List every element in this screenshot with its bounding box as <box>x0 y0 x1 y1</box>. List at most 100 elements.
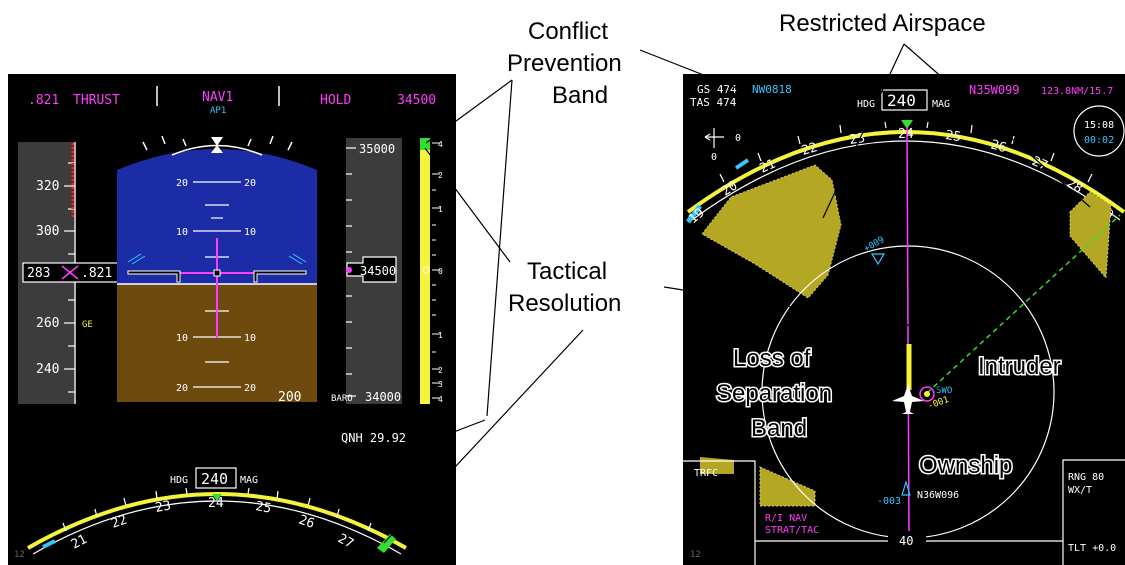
pfd-alt-mode: HOLD <box>320 93 351 108</box>
speed-label-240: 240 <box>36 362 59 377</box>
nd-mag-label: MAG <box>932 99 950 110</box>
baro-label: BARO <box>331 394 353 404</box>
nd-compass-label: 28 <box>1064 176 1085 197</box>
pitch-label: 10 <box>176 227 188 238</box>
vs-label: 4 <box>438 140 443 149</box>
leader-intruder <box>936 367 978 390</box>
bottom-traffic-tag: -003 <box>877 496 901 507</box>
pfd-resolution-band <box>377 534 396 553</box>
callout-los-1: Loss of <box>733 345 811 372</box>
pfd-mach-top: .821 <box>28 93 59 108</box>
callout-leaders <box>297 43 1091 544</box>
nd-active-waypoint: NW0818 <box>752 83 792 96</box>
range-label-bg <box>888 531 926 551</box>
nd-true-airspeed: TAS 474 <box>690 96 737 109</box>
ownship-icon <box>892 384 924 414</box>
leader-conflict-vs <box>425 79 513 144</box>
route-line <box>906 126 910 536</box>
rnav-label: R/I NAV <box>765 513 807 524</box>
nd-cyan-band <box>734 158 750 170</box>
pfd-compass-label: 22 <box>109 513 129 532</box>
nd-compass-label: 21 <box>758 157 778 177</box>
pfd-compass-label: 24 <box>208 496 224 511</box>
traffic-symbol-icon <box>870 253 886 266</box>
nd-distance: 123.8NM/15.7 <box>1041 86 1113 97</box>
vs-label: 2 <box>438 171 443 180</box>
callout-restricted: Restricted Airspace <box>779 10 986 37</box>
vs-pointer-icon <box>422 266 430 274</box>
qnh-setting: QNH 29.92 <box>341 431 406 445</box>
leader-los <box>873 355 907 371</box>
pfd-compass-label: 26 <box>297 513 317 532</box>
pfd-cyan-band <box>42 539 56 549</box>
restricted-airspace-right <box>1069 191 1112 280</box>
pfd-heading-bug-icon <box>212 494 222 501</box>
pfd-alt-target: 34500 <box>397 93 436 108</box>
speed-bug-icon <box>61 265 79 280</box>
pfd-compass-label: 25 <box>254 499 272 516</box>
alt-bug-icon <box>346 267 352 273</box>
alt-label-top: 35000 <box>359 142 395 156</box>
vs-label: 3 <box>438 380 443 389</box>
mach-current: .821 <box>81 266 112 281</box>
nd-cyan-band <box>686 204 702 224</box>
pfd-compass-arc <box>32 500 402 555</box>
callout-ownship: Ownship <box>919 452 1012 479</box>
vs-green-band <box>420 138 430 150</box>
nd-corner-label: 12 <box>690 550 701 560</box>
alt-label-bottom: 34000 <box>365 390 401 404</box>
vs-label: 1 <box>438 331 443 340</box>
intruder-track <box>926 214 1121 394</box>
pfd-nav-mode: NAV1 <box>202 90 233 105</box>
pitch-label: 10 <box>176 333 188 344</box>
callouts: Conflict Prevention Band Restricted Airs… <box>507 10 986 317</box>
leader-restricted-right <box>903 43 1091 208</box>
pfd-heading-value: 240 <box>201 470 228 488</box>
clock-elapsed: 00:02 <box>1084 135 1114 146</box>
pfd-heading-box <box>195 467 237 489</box>
pfd-ap-mode: AP1 <box>210 106 226 116</box>
restricted-airspace-left <box>701 164 842 299</box>
vs-conflict-band <box>420 150 430 404</box>
nd-hdg-label: HDG <box>857 99 875 110</box>
aircraft-center-dot <box>213 269 221 277</box>
pfd-compass-label: 21 <box>69 532 90 553</box>
nd-heading-bug-icon <box>901 120 913 129</box>
nd-compass-ticks <box>719 121 1093 183</box>
leader-tactical-pfd-green <box>383 329 584 544</box>
wind-value: 0 <box>735 133 741 144</box>
bank-ticks <box>142 135 293 151</box>
nd-compass-label: 22 <box>800 140 819 159</box>
restricted-airspace-lower <box>759 466 816 507</box>
nd-background <box>683 74 1125 565</box>
nd-heading-value: 240 <box>887 91 916 110</box>
wind-arrow-icon <box>704 128 724 148</box>
callout-tactical-1: Tactical <box>527 258 607 285</box>
leader-conflict-nd <box>639 49 819 121</box>
aircraft-symbol-left <box>127 270 181 283</box>
nd-compass-arc <box>691 140 1121 221</box>
speed-ticks <box>64 162 75 393</box>
speed-current: 283 <box>27 266 50 281</box>
wx-mode: WX/T <box>1068 485 1092 496</box>
pitch-label: 20 <box>244 178 256 189</box>
slip-marks <box>127 253 307 265</box>
bottom-waypoint: N36W096 <box>917 490 959 501</box>
callout-conflict-1: Conflict <box>528 18 608 45</box>
callout-tactical-2: Resolution <box>508 290 621 317</box>
callouts-on-display: Loss of Separation Band Intruder Ownship <box>715 344 1063 481</box>
vs-label: 4 <box>438 395 443 404</box>
vs-ticks <box>432 142 440 399</box>
pitch-label: 20 <box>176 178 188 189</box>
callout-conflict-2: Prevention <box>507 50 622 77</box>
range-box <box>1062 459 1125 565</box>
nd-compass-label: 25 <box>944 128 962 145</box>
pfd-hdg-label: HDG <box>170 475 188 486</box>
pfd-thrust-mode: THRUST <box>73 93 120 108</box>
bank-pointer-icon <box>211 137 223 153</box>
trfc-box <box>683 460 756 565</box>
intruder-id: SWO <box>936 386 952 396</box>
leader-restricted-left <box>822 43 905 219</box>
clock-icon <box>1073 105 1125 157</box>
pitch-label: 10 <box>244 333 256 344</box>
